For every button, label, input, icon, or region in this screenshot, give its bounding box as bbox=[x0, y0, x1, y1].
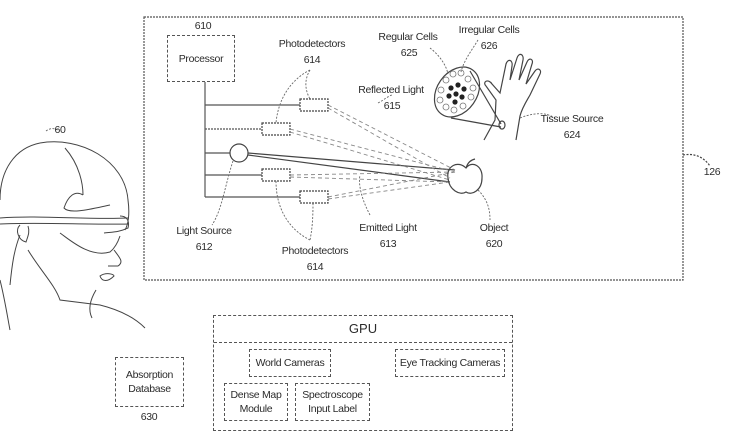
tissue-source-ref: 624 bbox=[563, 129, 581, 141]
leader-lines bbox=[45, 39, 556, 241]
absorption-database-line1: Absorption bbox=[125, 369, 174, 381]
dense-map-line1: Dense Map bbox=[230, 389, 282, 401]
processor-bus bbox=[204, 82, 300, 198]
photodetector-3 bbox=[261, 168, 291, 182]
tissue-source-label: Tissue Source bbox=[540, 113, 604, 125]
photodetectors-bottom-label: Photodetectors bbox=[281, 245, 349, 257]
photodetector-1 bbox=[299, 98, 329, 112]
processor-label: Processor bbox=[178, 52, 224, 65]
spectroscope-input-label: Spectroscope Input Label bbox=[296, 388, 369, 416]
object-apple-shape bbox=[447, 163, 483, 194]
headset-user-illustration bbox=[0, 141, 146, 331]
magnification-cone bbox=[450, 70, 506, 130]
processor-box: Processor bbox=[167, 35, 235, 82]
tissue-source-hand bbox=[483, 53, 542, 141]
eye-tracking-cameras-module: Eye Tracking Cameras bbox=[395, 349, 505, 377]
photodetectors-bottom-ref: 614 bbox=[306, 261, 324, 273]
system-boundary bbox=[143, 16, 684, 281]
world-cameras-module: World Cameras bbox=[249, 349, 331, 377]
cell-sample bbox=[433, 66, 481, 118]
emitted-light-label: Emitted Light bbox=[359, 222, 417, 234]
apple-stem bbox=[465, 158, 476, 169]
dense-map-line2: Module bbox=[239, 403, 273, 415]
light-source-emitter bbox=[229, 143, 249, 163]
absorption-database-ref: 630 bbox=[140, 411, 158, 423]
photodetectors-top-ref: 614 bbox=[303, 54, 321, 66]
eye-tracking-cameras-label: Eye Tracking Cameras bbox=[399, 357, 501, 369]
leader-126 bbox=[682, 153, 711, 167]
regular-cells-pattern bbox=[436, 69, 477, 114]
photodetectors-top-label: Photodetectors bbox=[278, 38, 346, 50]
dense-map-label: Dense Map Module bbox=[225, 388, 287, 416]
absorption-database-box: Absorption Database bbox=[115, 357, 184, 407]
reflected-light-label: Reflected Light bbox=[358, 84, 424, 96]
irregular-cells-ref: 626 bbox=[480, 40, 498, 52]
light-source-ref: 612 bbox=[195, 241, 213, 253]
system-ref: 126 bbox=[703, 166, 721, 178]
headset-ref: 60 bbox=[54, 124, 66, 136]
object-label: Object bbox=[479, 222, 509, 234]
processor-ref: 610 bbox=[194, 20, 212, 32]
world-cameras-label: World Cameras bbox=[255, 357, 325, 369]
photodetector-4 bbox=[299, 190, 329, 204]
object-ref: 620 bbox=[485, 238, 503, 250]
gpu-box: GPU World Cameras Eye Tracking Cameras D… bbox=[213, 315, 513, 431]
absorption-database-label: Absorption Database bbox=[116, 368, 183, 396]
dense-map-module: Dense Map Module bbox=[224, 383, 288, 421]
emitted-light-rays bbox=[247, 152, 456, 183]
reflected-light-ref: 615 bbox=[383, 100, 401, 112]
spectroscope-line2: Input Label bbox=[308, 403, 357, 415]
absorption-database-line2: Database bbox=[128, 383, 171, 395]
spectroscope-line1: Spectroscope bbox=[302, 389, 363, 401]
regular-cells-label: Regular Cells bbox=[378, 31, 438, 43]
spectroscope-input-module: Spectroscope Input Label bbox=[295, 383, 370, 421]
irregular-cells-label: Irregular Cells bbox=[458, 24, 520, 36]
reflected-light-rays bbox=[289, 104, 456, 200]
light-source-label: Light Source bbox=[176, 225, 232, 237]
regular-cells-ref: 625 bbox=[400, 47, 418, 59]
photodetector-2 bbox=[261, 122, 291, 136]
gpu-title: GPU bbox=[214, 316, 512, 343]
emitted-light-ref: 613 bbox=[379, 238, 397, 250]
irregular-cells-pattern bbox=[446, 82, 467, 105]
